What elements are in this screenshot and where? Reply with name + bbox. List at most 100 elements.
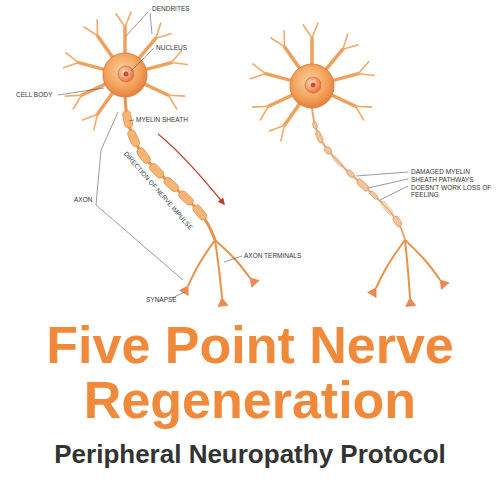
- page-caption: Peripheral Neuropathy Protocol: [5, 440, 495, 469]
- dendrite: [94, 114, 98, 130]
- myelin-segment: [191, 203, 208, 221]
- axon-bracket: [96, 112, 183, 280]
- dendrite: [253, 105, 269, 107]
- cell-body: [290, 64, 334, 108]
- dendrite: [356, 105, 372, 107]
- axon: [312, 108, 405, 240]
- leader-line: [131, 48, 154, 71]
- damaged-myelin: [332, 155, 343, 168]
- myelin-segment: [162, 176, 180, 193]
- dendrite: [143, 83, 168, 95]
- synapse-bulb: [440, 280, 449, 289]
- damaged-myelin: [356, 177, 369, 192]
- dendrite: [358, 74, 374, 76]
- dendrite: [116, 14, 125, 27]
- dendrite: [330, 94, 355, 106]
- dendrite: [79, 63, 106, 70]
- dendrite: [266, 74, 293, 81]
- dendrite: [253, 64, 266, 74]
- dendrite: [84, 27, 97, 36]
- damaged-myelin: [312, 121, 318, 129]
- synapse-bulb: [218, 298, 228, 307]
- dendrite: [64, 63, 79, 68]
- neuron: [64, 12, 260, 306]
- impulse-arrow: [158, 134, 224, 204]
- dendrite: [169, 95, 177, 109]
- dendrite: [251, 74, 266, 79]
- axon-terminal: [215, 240, 222, 298]
- leader-line: [126, 12, 148, 36]
- dendrite: [66, 94, 82, 96]
- dendrite: [260, 106, 268, 120]
- leader-line: [356, 172, 408, 176]
- neuron: [251, 23, 450, 306]
- axon-terminal: [376, 240, 405, 288]
- dendrite: [144, 63, 171, 70]
- synapse-bulb: [250, 278, 259, 287]
- dendrite: [270, 125, 285, 131]
- dendrite: [97, 91, 113, 114]
- axon-terminal: [188, 240, 215, 286]
- damaged-myelin: [369, 190, 379, 200]
- myelin-segment: [127, 129, 141, 148]
- dendrite: [283, 31, 285, 47]
- leader-line: [380, 186, 408, 200]
- dendrite: [171, 63, 187, 65]
- dendrite: [312, 23, 318, 38]
- nucleus: [305, 77, 321, 93]
- damaged-myelin: [345, 169, 355, 179]
- synapse-bulb: [368, 288, 377, 297]
- myelin-segment: [122, 110, 133, 128]
- dendrite: [96, 20, 98, 36]
- leader-line: [58, 88, 104, 95]
- part-label: AXON: [74, 196, 92, 204]
- damaged-myelin: [315, 130, 324, 145]
- damaged-myelin: [323, 145, 333, 155]
- nucleus: [118, 66, 134, 82]
- part-label: NUCLEUS: [156, 44, 187, 52]
- nucleolus: [311, 83, 316, 88]
- damaged-myelin: [381, 200, 394, 216]
- dendrite: [268, 94, 293, 106]
- dendrite: [97, 36, 113, 59]
- dendrite: [66, 53, 79, 63]
- dendrite: [156, 23, 161, 38]
- axon-terminal: [405, 240, 410, 298]
- dendrite: [284, 102, 300, 125]
- part-label: CELL BODY: [16, 91, 52, 99]
- part-label: DENDRITES: [152, 5, 190, 13]
- myelin-segment: [177, 189, 195, 206]
- dendrite: [303, 25, 312, 38]
- dendrite: [331, 74, 358, 81]
- leader-line: [129, 120, 134, 121]
- leader-line: [368, 179, 408, 188]
- dendrite: [73, 95, 81, 109]
- dendrite: [125, 12, 131, 27]
- part-label: SYNAPSE: [146, 296, 177, 304]
- dendrite: [169, 94, 185, 96]
- dendrite: [325, 49, 343, 70]
- leader-line: [150, 13, 152, 34]
- dendrite: [83, 114, 98, 120]
- part-label: AXON TERMINALS: [244, 252, 301, 260]
- dendrite: [123, 27, 127, 55]
- nucleolus: [124, 72, 129, 77]
- synapse-bulb: [406, 298, 416, 306]
- damaged-myelin: [392, 215, 403, 228]
- part-label: MYELIN SHEATH: [136, 116, 188, 124]
- page-title: Five Point Nerve Regeneration: [10, 318, 490, 427]
- leader-line: [224, 256, 242, 262]
- axon-terminal: [405, 240, 440, 280]
- dendrite: [343, 34, 348, 49]
- dendrite: [171, 51, 181, 63]
- dendrite: [156, 34, 171, 38]
- dendrite: [310, 38, 314, 66]
- cell-body: [103, 53, 147, 97]
- dendrite: [284, 47, 300, 70]
- dendrite: [271, 38, 284, 47]
- dendrite: [343, 45, 358, 49]
- dendrite: [356, 106, 364, 120]
- part-label: DAMAGED MYELIN SHEATH PATHWAYS DOESN'T W…: [411, 168, 495, 199]
- dendrite: [281, 125, 285, 141]
